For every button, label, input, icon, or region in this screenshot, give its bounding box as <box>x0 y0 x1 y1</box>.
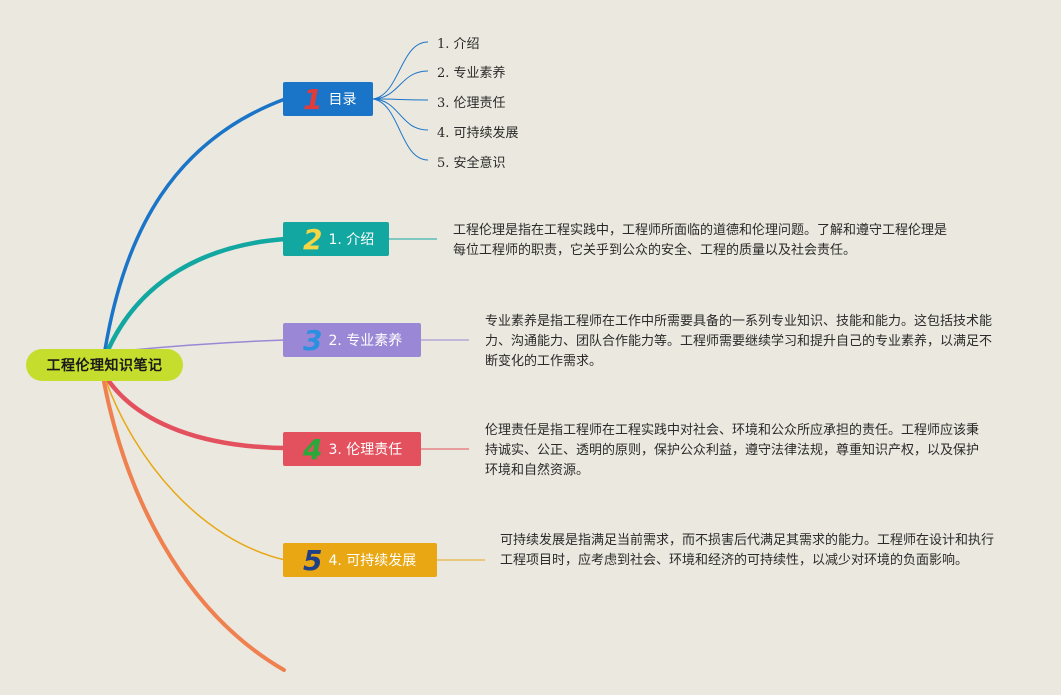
branch-5 <box>105 380 286 561</box>
root-title: 工程伦理知识笔记 <box>46 358 163 374</box>
topic-number: 1 <box>303 83 323 116</box>
description-introduction[interactable]: 工程伦理是指在工程实践中，工程师所面临的道德和伦理问题。了解和遵守工程伦理是每位… <box>453 223 948 258</box>
toc-item[interactable]: 4. 可持续发展 <box>437 126 519 141</box>
topic-label: 1. 介绍 <box>328 232 375 248</box>
description-ethical-responsibility[interactable]: 伦理责任是指工程师在工程实践中对社会、环境和公众所应承担的责任。工程师应该秉持诚… <box>485 423 980 478</box>
topic-label: 3. 伦理责任 <box>328 442 403 458</box>
topic-number: 5 <box>303 544 323 577</box>
topic-label: 4. 可持续发展 <box>328 553 417 569</box>
branch-1 <box>103 97 287 352</box>
branch-tail <box>102 380 286 672</box>
topic-toc[interactable]: 1 目录 <box>283 82 373 116</box>
branch-4 <box>105 377 288 451</box>
topic-label: 目录 <box>328 92 357 108</box>
toc-item[interactable]: 1. 介绍 <box>437 37 480 52</box>
topic-label: 2. 专业素养 <box>328 333 403 349</box>
topic-introduction[interactable]: 2 1. 介绍 <box>283 222 389 256</box>
branch-2 <box>105 236 288 353</box>
toc-link-3 <box>372 98 429 101</box>
toc-item[interactable]: 3. 伦理责任 <box>437 96 506 111</box>
toc-item[interactable]: 2. 专业素养 <box>437 66 506 81</box>
toc-item[interactable]: 5. 安全意识 <box>437 156 506 171</box>
toc-link-2 <box>372 70 429 100</box>
topic-professionalism[interactable]: 3 2. 专业素养 <box>283 323 421 357</box>
topic-number: 4 <box>303 433 323 466</box>
root-node[interactable]: 工程伦理知识笔记 <box>26 349 183 381</box>
toc-link-1 <box>372 41 429 100</box>
description-professionalism[interactable]: 专业素养是指工程师在工作中所需要具备的一系列专业知识、技能和能力。这包括技术能力… <box>485 314 993 369</box>
description-sustainability[interactable]: 可持续发展是指满足当前需求，而不损害后代满足其需求的能力。工程师在设计和执行工程… <box>500 533 995 568</box>
topic-number: 3 <box>303 324 323 357</box>
toc-link-5 <box>372 98 429 161</box>
topic-number: 2 <box>303 223 323 256</box>
topic-ethical-responsibility[interactable]: 4 3. 伦理责任 <box>283 432 421 466</box>
toc-link-4 <box>372 98 429 131</box>
topic-sustainability[interactable]: 5 4. 可持续发展 <box>283 543 437 577</box>
